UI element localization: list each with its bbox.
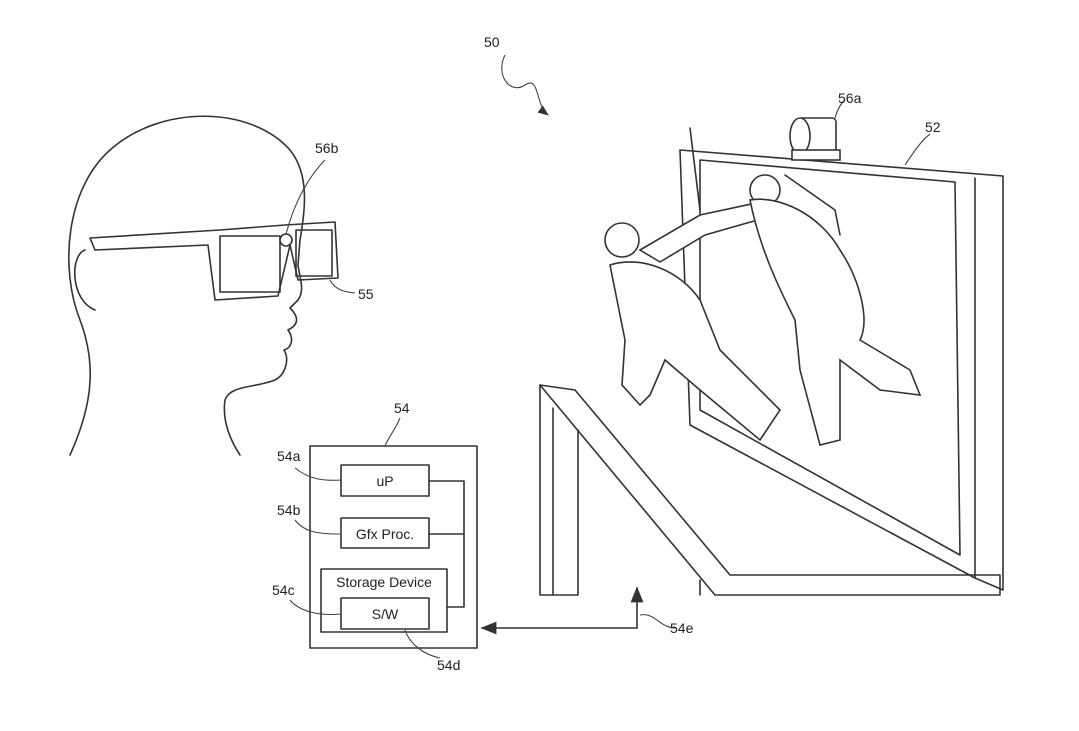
ref-console: 54 [394, 400, 410, 416]
ref-glasses-sensor: 56b [315, 140, 339, 156]
table-illustration [539, 384, 1001, 596]
players-illustration [604, 127, 922, 446]
ref-software: 54d [437, 657, 460, 673]
ref-storage: 54c [272, 582, 295, 598]
storage-label: Storage Device [336, 574, 432, 590]
user-head-illustration [68, 115, 306, 456]
software-label: S/W [372, 606, 399, 622]
ref-system: 50 [484, 34, 500, 50]
software-block [340, 597, 430, 630]
graphics-block [340, 517, 430, 549]
ref-graphics: 54b [277, 502, 301, 518]
graphics-label: Gfx Proc. [356, 526, 414, 542]
3d-glasses-illustration [89, 221, 339, 301]
ref-display: 52 [925, 119, 941, 135]
storage-block [320, 568, 448, 633]
glasses-sensor [279, 233, 293, 247]
ref-glasses: 55 [358, 286, 374, 302]
ref-processor: 54a [277, 448, 301, 464]
ref-connection: 54e [670, 620, 694, 636]
console-block-diagram: uP Gfx Proc. Storage Device S/W [309, 445, 478, 649]
camera-illustration [789, 117, 841, 161]
console-box [309, 445, 478, 649]
processor-label: uP [376, 473, 393, 489]
ref-camera: 56a [838, 90, 862, 106]
